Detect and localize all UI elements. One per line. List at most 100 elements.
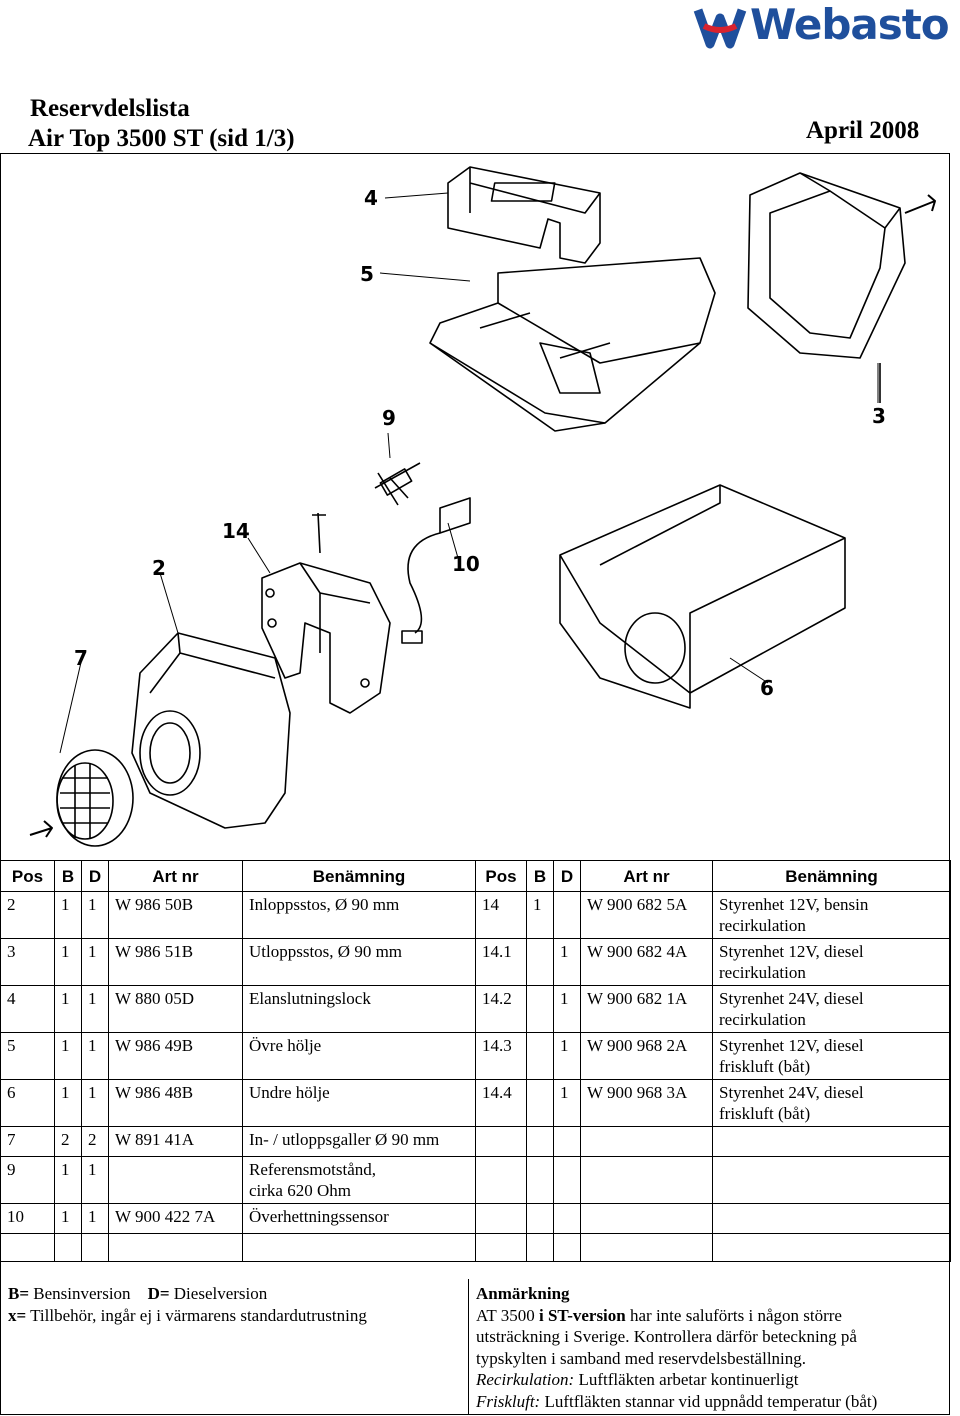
table-cell	[526, 1233, 554, 1262]
table-cell: 1	[553, 1032, 581, 1080]
webasto-logo	[693, 8, 747, 49]
document-subtitle: Air Top 3500 ST (sid 1/3)	[28, 125, 295, 152]
text: x=	[8, 1306, 27, 1325]
part-3-outlet	[747, 172, 936, 403]
table-cell: 1	[54, 938, 82, 986]
text: typskylten i samband med reservdelsbestä…	[476, 1348, 807, 1368]
table-cell	[526, 1032, 554, 1080]
table-cell	[475, 1126, 527, 1157]
table-cell: Utloppsstos, Ø 90 mm	[242, 938, 476, 986]
table-cell: 14.4	[475, 1079, 527, 1127]
text: Friskluft: Luftfläkten stannar vid uppnå…	[476, 1391, 877, 1413]
table-cell	[580, 1126, 713, 1157]
table-cell: 14.1	[475, 938, 527, 986]
table-cell: 14	[475, 891, 527, 939]
table-cell	[108, 1233, 243, 1262]
table-cell	[553, 1233, 581, 1262]
table-cell: 1	[553, 1079, 581, 1127]
callout-9: 9	[382, 406, 396, 430]
table-cell: W 900 968 3A	[580, 1079, 713, 1127]
table-cell	[475, 1203, 527, 1234]
text: Styrenhet 12V, bensin	[719, 895, 869, 914]
table-cell	[553, 1126, 581, 1157]
parts-table: Pos B D Art nr Benämning Pos B D Art nr …	[0, 860, 951, 1262]
table-cell	[526, 1126, 554, 1157]
col-pos-2: Pos	[475, 860, 527, 892]
table-cell: 1	[54, 985, 82, 1033]
callout-6: 6	[760, 676, 774, 700]
table-cell	[712, 1126, 951, 1157]
table-cell: Inloppsstos, Ø 90 mm	[242, 891, 476, 939]
table-cell: 1	[526, 891, 554, 939]
table-cell: W 986 48B	[108, 1079, 243, 1127]
text: Luftfläkten arbetar kontinuerligt	[574, 1370, 799, 1389]
text: B= Bensinversion D= Dieselversion	[8, 1283, 367, 1305]
text: Anmärkning	[476, 1284, 570, 1303]
table-cell: 14.3	[475, 1032, 527, 1080]
table-cell: W 900 968 2A	[580, 1032, 713, 1080]
table-cell: 5	[0, 1032, 55, 1080]
part-10-sensor	[401, 497, 471, 644]
col-b-2: B	[526, 860, 554, 892]
table-cell: 1	[54, 1156, 82, 1204]
screw	[312, 512, 326, 554]
text: Referensmotstånd,	[249, 1160, 376, 1179]
text: Styrenhet 12V, diesel	[719, 942, 864, 961]
table-cell: W 986 51B	[108, 938, 243, 986]
table-cell	[553, 891, 581, 939]
table-cell: 1	[553, 985, 581, 1033]
text: cirka 620 Ohm	[249, 1181, 351, 1200]
text: Styrenhet 24V, diesel	[719, 1083, 864, 1102]
table-cell: W 900 422 7A	[108, 1203, 243, 1234]
part-5-upper-housing	[429, 257, 716, 432]
callout-5: 5	[360, 262, 374, 286]
col-b: B	[54, 860, 82, 892]
table-cell: Undre hölje	[242, 1079, 476, 1127]
table-cell: 2	[81, 1126, 109, 1157]
text: x= Tillbehör, ingår ej i värmarens stand…	[8, 1305, 367, 1327]
table-cell: Styrenhet 12V, diesel friskluft (båt)	[712, 1032, 951, 1080]
table-cell	[712, 1233, 951, 1262]
table-cell	[712, 1156, 951, 1204]
table-cell: 2	[54, 1126, 82, 1157]
col-d: D	[81, 860, 109, 892]
table-row-empty	[0, 1233, 951, 1262]
table-cell	[553, 1156, 581, 1204]
text: D=	[147, 1284, 170, 1303]
table-cell	[81, 1233, 109, 1262]
table-cell: 3	[0, 938, 55, 986]
text: friskluft (båt)	[719, 1104, 811, 1123]
part-9-resistor	[374, 462, 421, 506]
table-cell	[712, 1203, 951, 1234]
text: friskluft (båt)	[719, 1057, 811, 1076]
part-7-grille	[29, 749, 134, 847]
table-cell: Referensmotstånd, cirka 620 Ohm	[242, 1156, 476, 1204]
text: Friskluft:	[476, 1391, 541, 1411]
text: utsträckning i Sverige. Kontrollera därf…	[476, 1327, 857, 1346]
col-name: Benämning	[242, 860, 476, 892]
table-header-row: Pos B D Art nr Benämning Pos B D Art nr …	[0, 860, 951, 892]
text: Tillbehör, ingår ej i värmarens standard…	[26, 1306, 367, 1325]
text: Bensinversion	[29, 1284, 131, 1303]
table-cell	[580, 1156, 713, 1204]
table-cell: 2	[0, 891, 55, 939]
table-cell: 9	[0, 1156, 55, 1204]
text: Luftfläkten stannar vid uppnådd temperat…	[540, 1391, 878, 1411]
remark: Anmärkning AT 3500 i ST-version har inte…	[476, 1283, 877, 1412]
document-date: April 2008	[806, 117, 920, 144]
table-cell: 14.2	[475, 985, 527, 1033]
document-title: Reservdelslista	[30, 95, 190, 122]
table-cell: 1	[54, 1032, 82, 1080]
text: Styrenhet 24V, diesel	[719, 989, 864, 1008]
text: Styrenhet 12V, diesel	[719, 1036, 864, 1055]
notes-divider	[468, 1279, 469, 1415]
table-cell	[54, 1233, 82, 1262]
text: recirkulation	[719, 963, 806, 982]
table-cell: 7	[0, 1126, 55, 1157]
table-cell: 1	[553, 938, 581, 986]
